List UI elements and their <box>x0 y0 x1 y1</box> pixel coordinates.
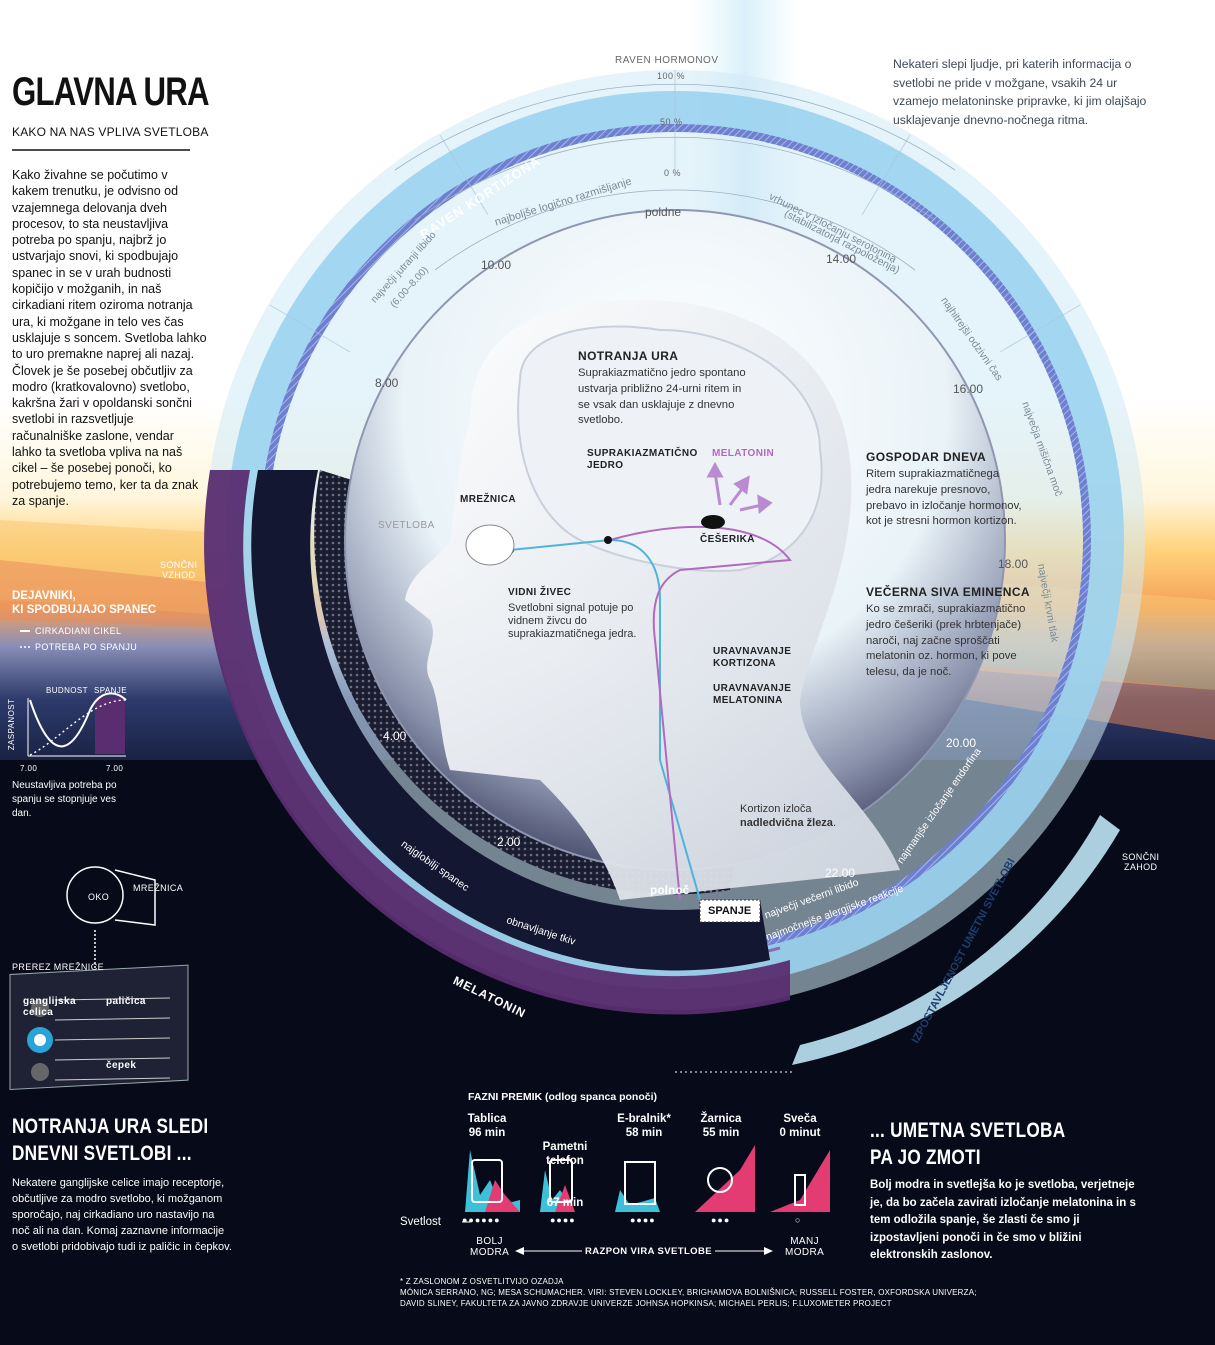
factors-sleep: SPANJE <box>94 686 127 695</box>
device-tablet-name: Tablica <box>467 1113 507 1125</box>
clock-2: 2.00 <box>497 835 521 849</box>
clock-8: 8.00 <box>375 376 399 390</box>
sunset-label: SONČNI ZAHOD <box>1122 852 1160 872</box>
bottom-left-heading: NOTRANJA URA SLEDI DNEVNI SVETLOBI ... <box>12 1115 209 1165</box>
adrenal-caption-bold: nadledvična žleza <box>740 817 833 829</box>
ganglion-label: ganglijska celica <box>23 996 76 1018</box>
page-subtitle: KAKO NA NAS VPLIVA SVETLOBA <box>12 125 209 139</box>
optic-title: VIDNI ŽIVEC <box>508 587 572 598</box>
clock-22: 22.00 <box>825 866 856 880</box>
dots-phone: ●●●● <box>550 1215 576 1225</box>
factors-legend-need: POTREBA PO SPANJU <box>35 642 138 652</box>
clock-10: 10.00 <box>481 258 512 272</box>
bottom-left-body: Nekatere ganglijske celice imajo recepto… <box>12 1177 232 1253</box>
intro-paragraph: Kako živahne se počutimo v kakem trenutk… <box>12 168 207 508</box>
footnote: * Z ZASLONOM Z OSVETLITVIJO OZADJA <box>400 1277 564 1286</box>
factors-ylabel: ZASPANOST <box>7 698 17 751</box>
factors-x1: 7.00 <box>20 764 38 773</box>
device-ereader-time: 58 min <box>625 1127 663 1139</box>
factors-title: DEJAVNIKI, KI SPODBUJAJO SPANEC <box>12 590 157 616</box>
device-candle-name: Sveča <box>783 1113 817 1125</box>
factors-legend-cycle: CIRKADIANI CIKEL <box>35 626 122 636</box>
bottom-right-heading: ... UMETNA SVETLOBA PA JO ZMOTI <box>870 1119 1066 1169</box>
top-note: Nekateri slepi ljudje, pri katerih infor… <box>893 57 1147 127</box>
optic-body: Svetlobni signal potuje po vidnem živcu … <box>508 602 637 640</box>
device-ereader-name: E-bralnik* <box>617 1113 671 1125</box>
hormone-tick-100: 100 % <box>657 71 686 81</box>
cones-label: čepek <box>106 1060 137 1071</box>
adrenal-caption: Kortizon izloča nadledvična žleza. <box>740 802 860 830</box>
device-candle-time: 0 minut <box>779 1127 821 1139</box>
device-bulb-time: 55 min <box>702 1127 740 1139</box>
factors-awake: BUDNOST <box>46 686 88 695</box>
eye-label: OKO <box>88 892 110 902</box>
factors-caption: Neustavljiva potreba po spanju se stopnj… <box>12 780 117 819</box>
melatonin-reg-label: URAVNAVANJE MELATONINA <box>713 683 792 706</box>
adrenal-caption-dot: . <box>832 817 836 829</box>
master-day-title: GOSPODAR DNEVA <box>866 450 987 464</box>
dots-ereader: ●●●● <box>630 1215 656 1225</box>
device-phone-name: Pametni telefon <box>542 1141 588 1167</box>
clock-18: 18.00 <box>998 557 1029 571</box>
device-phone: Pametni telefon 67 min <box>525 1112 605 1224</box>
bottom-right-body: Bolj modra in svetlejša ko je svetloba, … <box>870 1179 1136 1261</box>
rods-label: paličica <box>106 996 146 1007</box>
clock-20: 20.00 <box>946 736 977 750</box>
device-bulb: Žarnica 55 min <box>681 1112 761 1140</box>
hormone-tick-0: 0 % <box>664 168 682 178</box>
cross-section-label: PREREZ MREŽNICE <box>12 962 105 972</box>
clock-16: 16.00 <box>953 382 984 396</box>
factors-x2: 7.00 <box>106 764 124 773</box>
pineal-label: ČEŠERIKA <box>700 534 755 545</box>
clock-14: 14.00 <box>826 252 857 266</box>
clock-midnight: polnoč <box>650 883 690 897</box>
credits: MÓNICA SERRANO, NG; MESA SCHUMACHER. VIR… <box>400 1288 977 1308</box>
sleep-tag: SPANJE <box>708 905 752 917</box>
hormone-scale-label: RAVEN HORMONOV <box>615 55 719 66</box>
brightness-label: Svetlost <box>400 1216 441 1228</box>
melatonin-label: MELATONIN <box>712 448 775 459</box>
device-candle: Sveča 0 minut <box>760 1112 840 1140</box>
dots-candle: ○ <box>795 1215 801 1225</box>
sunrise-label: SONČNI VZHOD <box>160 560 198 580</box>
inner-clock-title: NOTRANJA URA <box>578 349 679 363</box>
inner-clock-body: Suprakiazmatično jedro spontano ustvarja… <box>578 367 746 427</box>
grey-eminence-title: VEČERNA SIVA EMINENCA <box>866 585 1030 599</box>
page-title: GLAVNA URA <box>12 70 210 114</box>
device-bulb-name: Žarnica <box>700 1113 742 1125</box>
less-blue-label: MANJ MODRA <box>785 1236 825 1258</box>
light-label: SVETLOBA <box>378 520 435 531</box>
more-blue-label: BOLJ MODRA <box>470 1236 510 1258</box>
retina-label: MREŽNICA <box>460 494 516 505</box>
adrenal-caption-part1: Kortizon izloča <box>740 803 812 815</box>
cortisol-reg-label: URAVNAVANJE KORTIZONA <box>713 646 792 669</box>
retina-eye-label: MREŽNICA <box>133 883 184 893</box>
grey-eminence-body: Ko se zmrači, suprakiazmatično jedro češ… <box>866 603 1026 679</box>
dots-bulb: ●●● <box>711 1215 731 1225</box>
device-tablet-time: 96 min <box>468 1127 506 1139</box>
dots-tablet: ●●●●●● <box>462 1215 501 1225</box>
device-tablet: Tablica 96 min <box>447 1112 527 1140</box>
master-day-body: Ritem suprakiazmatičnega jedra narekuje … <box>866 468 1022 528</box>
hormone-tick-50: 50 % <box>660 117 683 127</box>
device-ereader: E-bralnik* 58 min <box>604 1112 684 1140</box>
clock-4: 4.00 <box>383 729 407 743</box>
scn-label: SUPRAKIAZMATIČNO JEDRO <box>587 448 698 471</box>
device-phone-time: 67 min <box>546 1197 584 1209</box>
clock-noon: poldne <box>645 205 682 219</box>
range-label: RAZPON VIRA SVETLOBE <box>582 1246 715 1257</box>
phase-shift-title: FAZNI PREMIK (odlog spanca ponoči) <box>468 1091 657 1103</box>
